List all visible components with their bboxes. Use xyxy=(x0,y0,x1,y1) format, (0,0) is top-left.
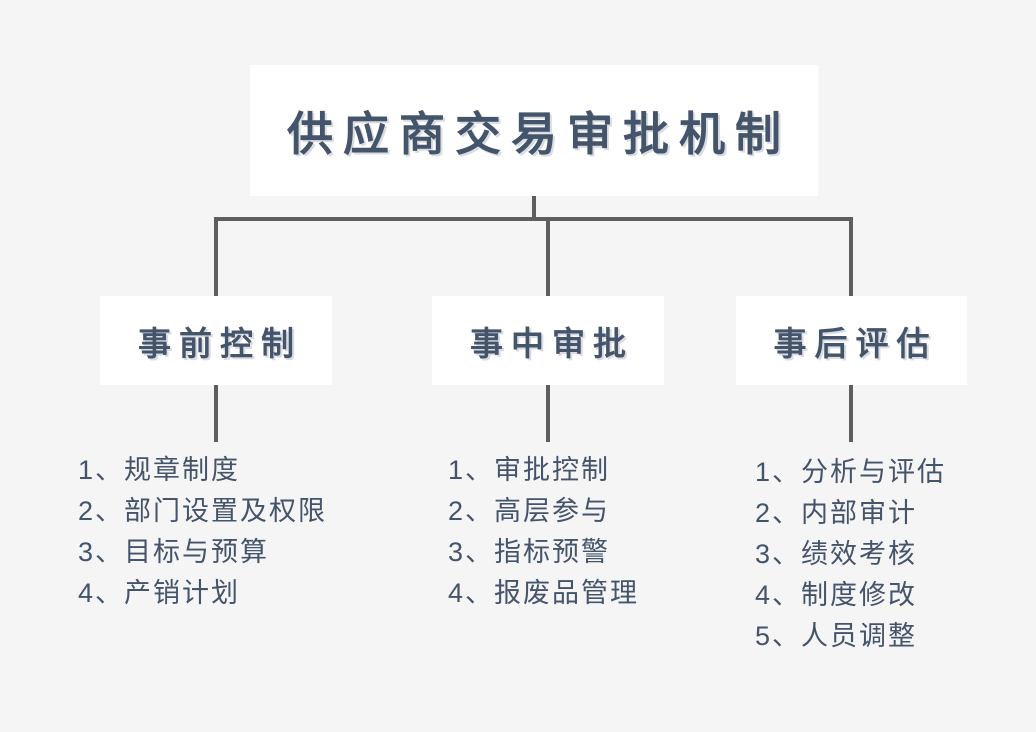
list-item: 1、规章制度 xyxy=(78,455,241,485)
list-item: 1、审批控制 xyxy=(448,455,611,485)
list-item: 4、报废品管理 xyxy=(448,578,640,608)
connector-horizontal-bar xyxy=(214,217,853,221)
list-item: 2、部门设置及权限 xyxy=(78,496,328,526)
item-list-in-process-approval: 1、审批控制 2、高层参与 3、指标预警 4、报废品管理 xyxy=(448,450,639,614)
branch-node-pre-control: 事前控制 xyxy=(100,296,332,385)
list-item: 2、高层参与 xyxy=(448,496,611,526)
branch-node-in-process-approval: 事中审批 xyxy=(432,296,664,385)
connector-stub-right xyxy=(849,385,853,442)
root-node-title: 供应商交易审批机制 xyxy=(287,107,791,160)
list-item: 3、绩效考核 xyxy=(755,539,918,569)
list-item: 2、内部审计 xyxy=(755,498,918,528)
connector-stub-middle xyxy=(546,385,550,442)
branch-node-post-evaluation: 事后评估 xyxy=(736,296,967,385)
connector-drop-middle xyxy=(546,221,550,296)
branch-node-label: 事前控制 xyxy=(138,324,302,362)
list-item: 4、产销计划 xyxy=(78,578,241,608)
item-list-post-evaluation: 1、分析与评估 2、内部审计 3、绩效考核 4、制度修改 5、人员调整 xyxy=(755,452,946,657)
list-item: 4、制度修改 xyxy=(755,580,918,610)
list-item: 5、人员调整 xyxy=(755,621,918,651)
branch-node-label: 事后评估 xyxy=(773,324,938,362)
item-list-pre-control: 1、规章制度 2、部门设置及权限 3、目标与预算 4、产销计划 xyxy=(78,450,327,614)
connector-drop-right xyxy=(849,219,853,296)
branch-node-label: 事中审批 xyxy=(470,324,634,362)
connector-stub-left xyxy=(214,385,218,442)
list-item: 3、目标与预算 xyxy=(78,537,270,567)
list-item: 1、分析与评估 xyxy=(755,457,947,487)
root-node: 供应商交易审批机制 xyxy=(250,65,818,196)
connector-root-stem xyxy=(532,196,536,221)
list-item: 3、指标预警 xyxy=(448,537,611,567)
connector-drop-left xyxy=(214,219,218,296)
